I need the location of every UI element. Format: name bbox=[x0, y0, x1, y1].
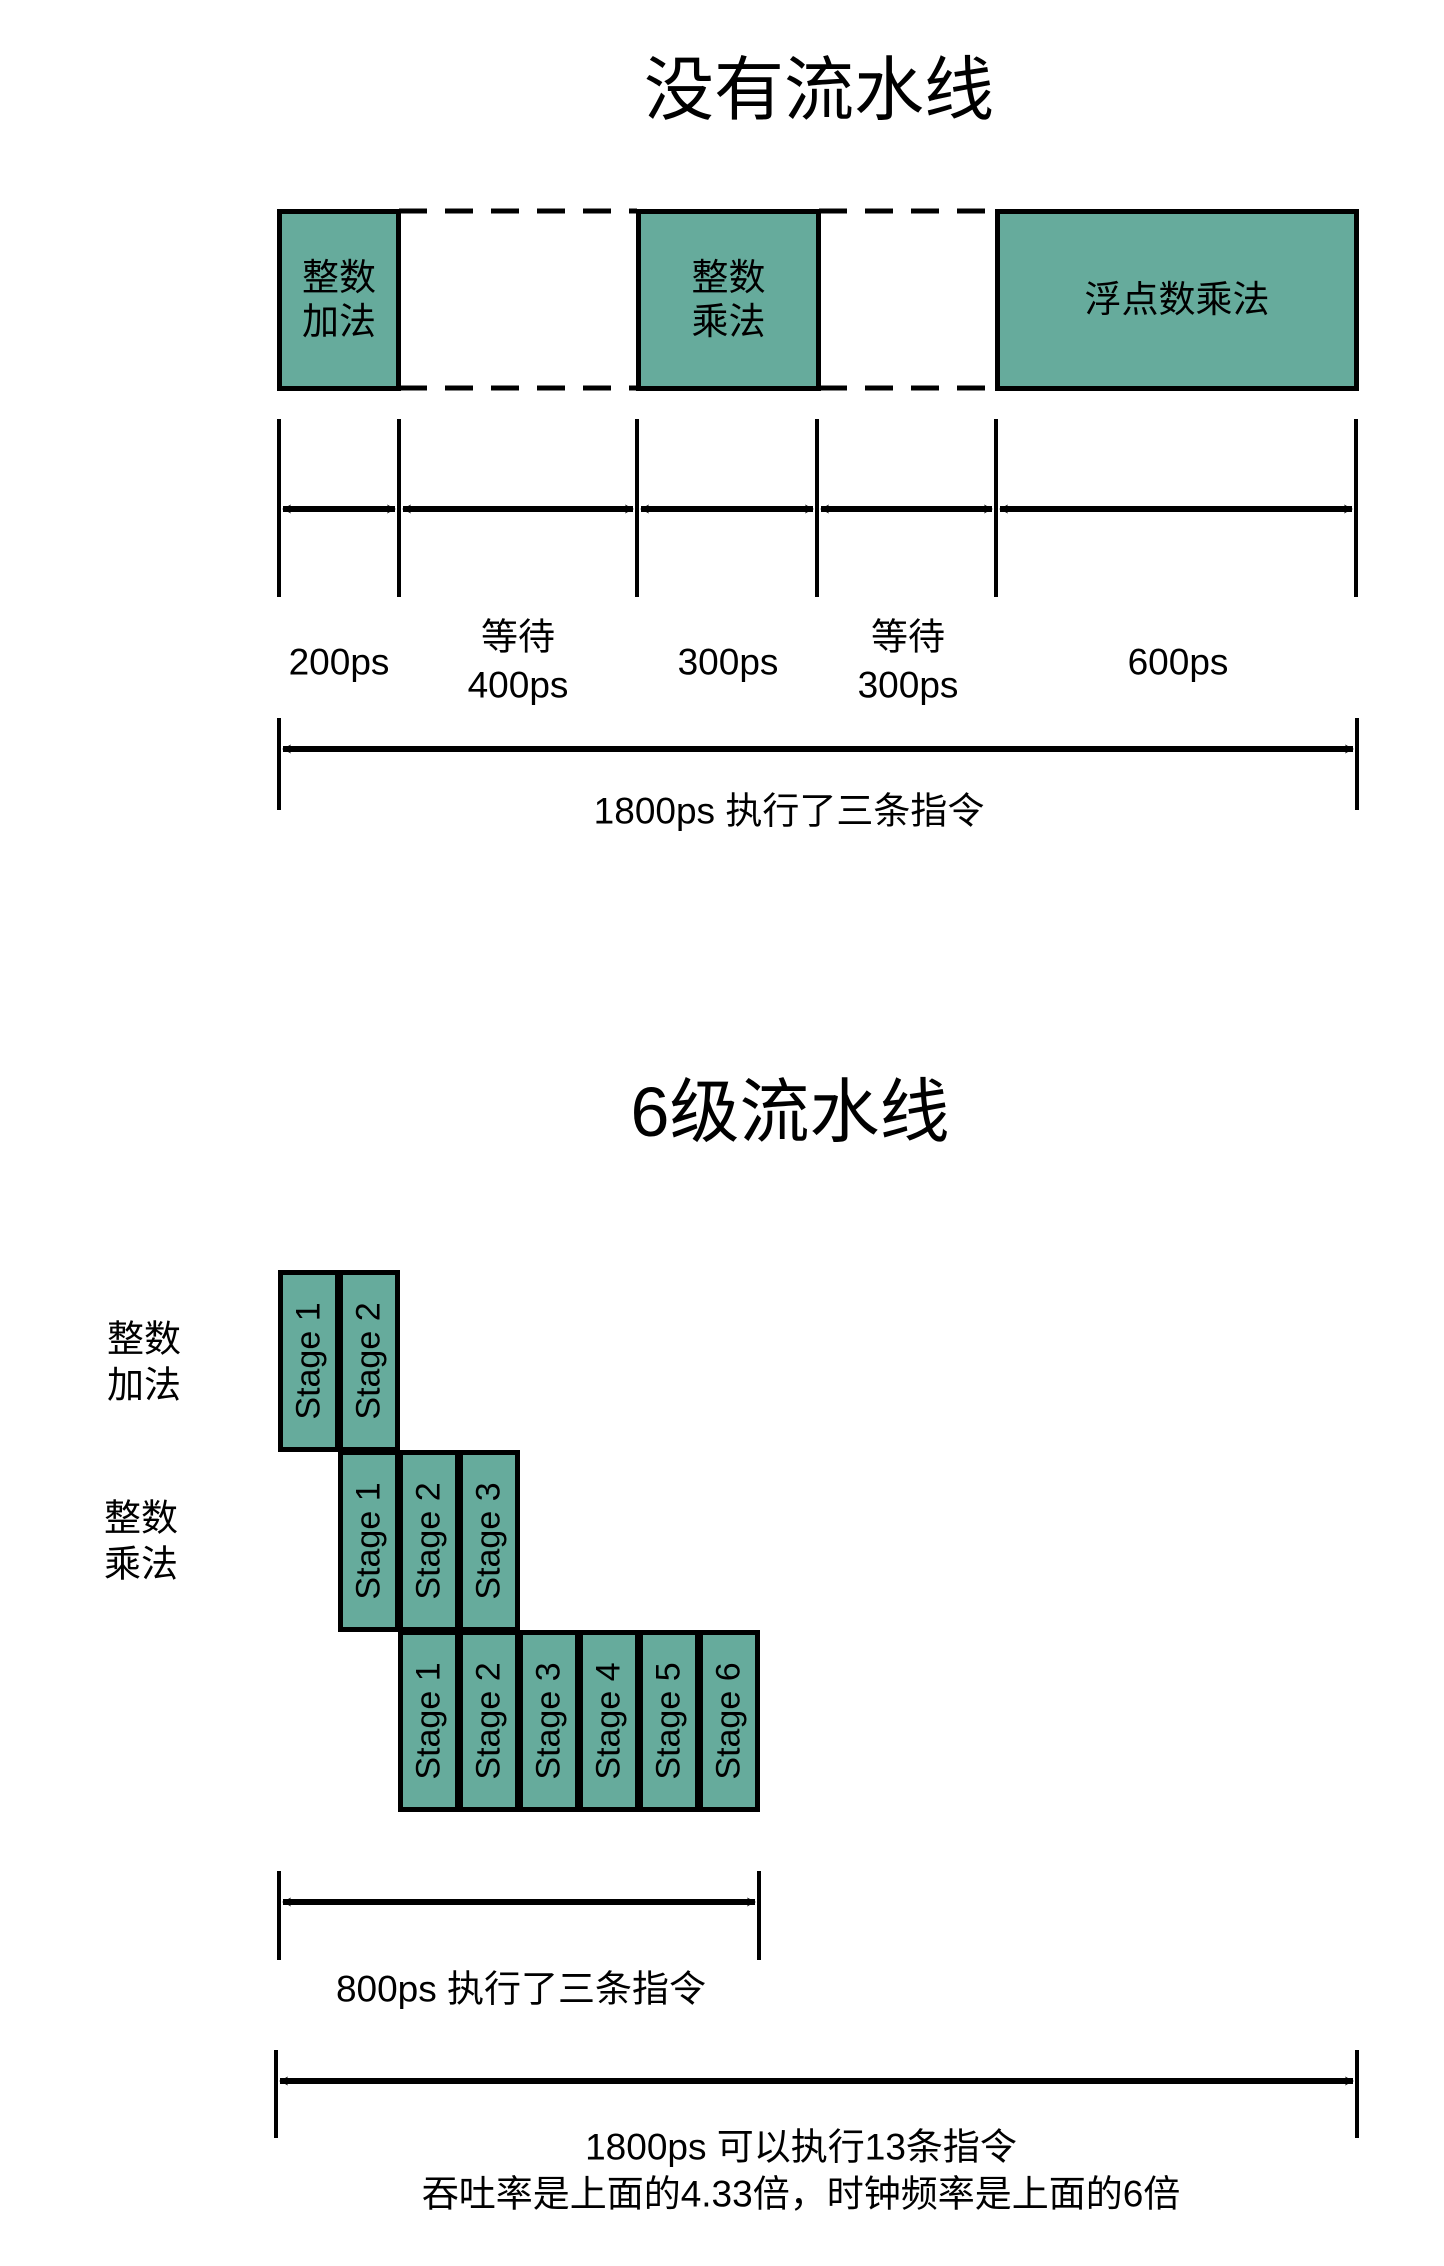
block-int-add: 整数加法 bbox=[277, 209, 401, 391]
stage-cell: Stage 6 bbox=[698, 1630, 760, 1812]
block-float-mul: 浮点数乘法 bbox=[995, 209, 1359, 391]
block-label: 整数 bbox=[302, 256, 376, 298]
sequential-total-label: 1800ps 执行了三条指令 bbox=[593, 790, 985, 832]
segment-label: 200ps bbox=[288, 641, 390, 683]
pipeline-summary-label: 吞吐率是上面的4.33倍，时钟频率是上面的6倍 bbox=[421, 2173, 1181, 2215]
stage-cell: Stage 3 bbox=[518, 1630, 580, 1812]
block-label: 浮点数乘法 bbox=[1084, 278, 1270, 320]
row-label: 整数 bbox=[104, 1497, 178, 1539]
segment-label: 300ps bbox=[857, 664, 959, 706]
stage-cell: Stage 1 bbox=[398, 1630, 460, 1812]
row-label: 加法 bbox=[107, 1364, 181, 1406]
stage-cell: Stage 2 bbox=[338, 1270, 400, 1452]
stage-cell: Stage 4 bbox=[578, 1630, 640, 1812]
stage-cell: Stage 1 bbox=[338, 1450, 400, 1632]
stage-cell: Stage 5 bbox=[638, 1630, 700, 1812]
block-int-mul: 整数乘法 bbox=[636, 209, 821, 391]
segment-label: 300ps bbox=[677, 641, 779, 683]
stage-cell: Stage 1 bbox=[278, 1270, 340, 1452]
block-label: 加法 bbox=[302, 301, 376, 342]
row-label: 乘法 bbox=[104, 1543, 178, 1585]
segment-label: 600ps bbox=[1127, 641, 1229, 683]
pipeline-title: 6级流水线 bbox=[630, 1072, 950, 1151]
stage-cell: Stage 2 bbox=[398, 1450, 460, 1632]
block-label: 整数 bbox=[691, 256, 766, 298]
segment-label: 400ps bbox=[467, 664, 569, 706]
stage-cell: Stage 2 bbox=[458, 1630, 520, 1812]
block-label: 乘法 bbox=[691, 301, 766, 342]
pipeline-span-label: 800ps 执行了三条指令 bbox=[335, 1968, 707, 2010]
stage-cell: Stage 3 bbox=[458, 1450, 520, 1632]
segment-wait-label: 等待 bbox=[481, 616, 555, 658]
segment-wait-label: 等待 bbox=[871, 616, 945, 658]
pipeline-total-label: 1800ps 可以执行13条指令 bbox=[585, 2126, 1017, 2168]
sequential-title: 没有流水线 bbox=[644, 50, 994, 129]
row-label: 整数 bbox=[107, 1318, 181, 1360]
